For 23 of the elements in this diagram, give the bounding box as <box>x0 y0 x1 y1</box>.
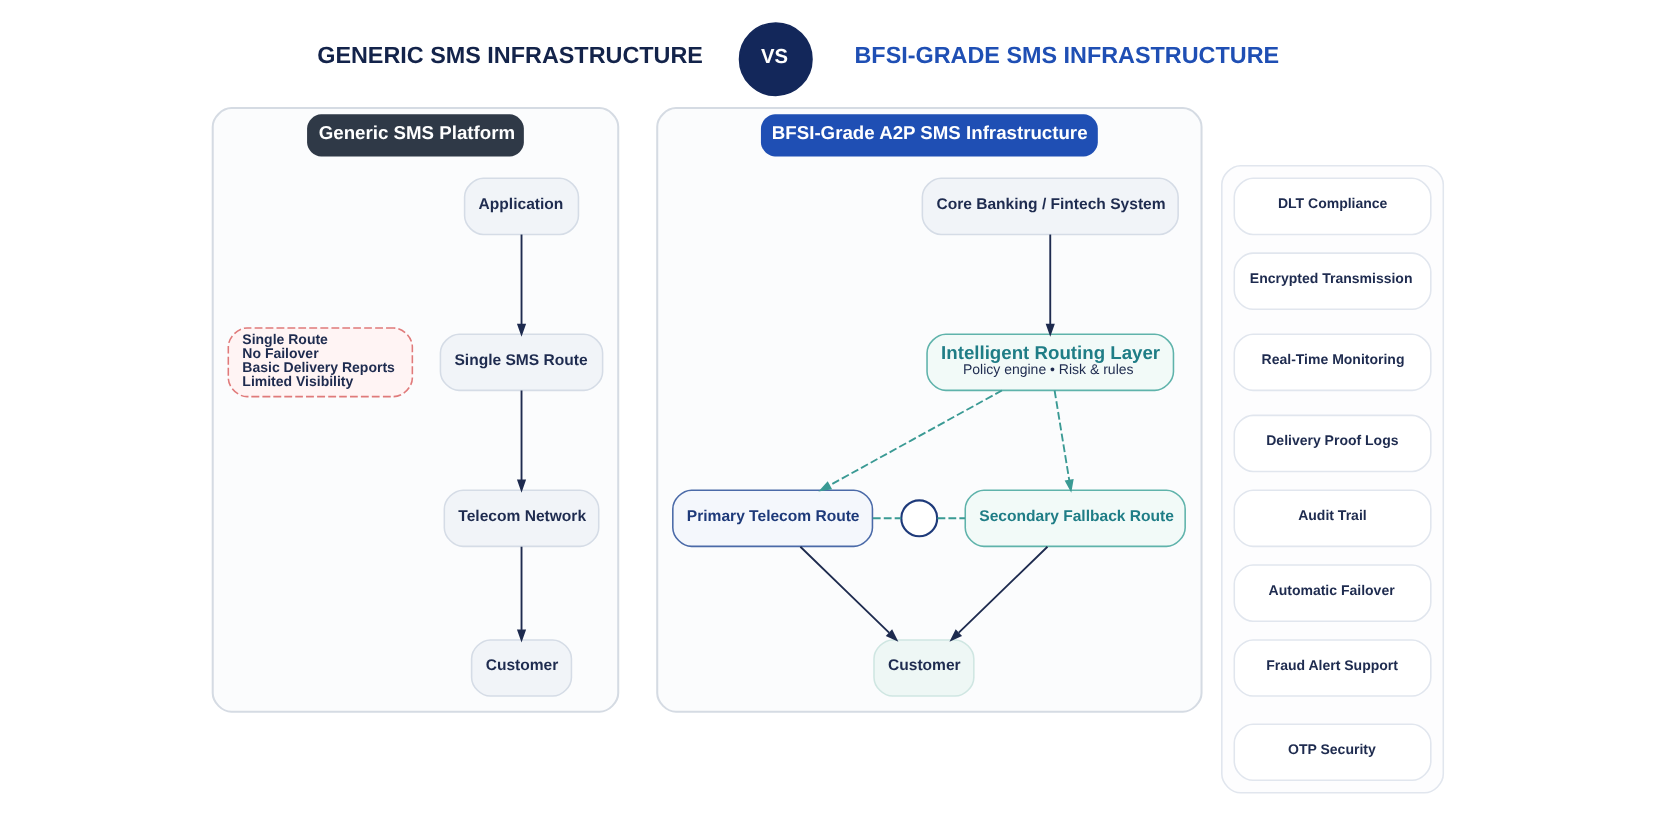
arrow <box>516 389 527 493</box>
node-circle <box>900 499 939 538</box>
arrow <box>1053 389 1074 493</box>
arrow <box>818 389 1003 492</box>
connector <box>871 517 903 520</box>
node-box: Secondary Fallback Route <box>964 489 1186 548</box>
arrow <box>949 545 1049 642</box>
node-box: Telecom Network <box>443 489 600 548</box>
node-box: Core Banking / Fintech System <box>921 177 1179 236</box>
node-box: Single SMS Route <box>439 333 604 392</box>
node-box: Customer <box>873 639 975 697</box>
node-box: Primary Telecom Route <box>672 489 874 548</box>
node-circle: VS <box>738 22 813 97</box>
arrow <box>516 545 527 643</box>
node-box: Application <box>463 177 580 236</box>
arrow <box>1045 233 1055 337</box>
arrow <box>516 233 527 337</box>
cluster <box>1221 165 1445 794</box>
arrow <box>799 545 899 642</box>
node-box: Customer <box>470 639 573 697</box>
label: GENERIC SMS INFRASTRUCTURE <box>317 43 703 70</box>
connector <box>936 517 966 520</box>
label: BFSI-GRADE SMS INFRASTRUCTURE <box>854 43 1280 70</box>
